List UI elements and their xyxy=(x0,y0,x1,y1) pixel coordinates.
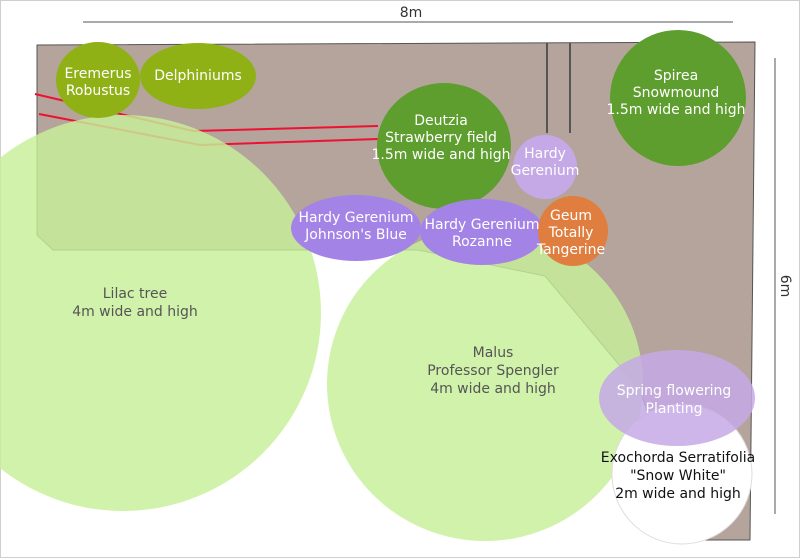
label-line: Eremerus xyxy=(64,66,131,82)
plant-eremerus xyxy=(56,42,140,118)
label-line: Spirea xyxy=(654,68,698,84)
width-dimension-label: 8m xyxy=(400,5,423,21)
label-line: Totally xyxy=(548,225,594,241)
label-delphiniums: Delphiniums xyxy=(154,68,242,84)
plant-geum xyxy=(538,196,608,266)
plant-delphiniums xyxy=(140,43,256,109)
plant-deutzia xyxy=(377,83,511,209)
label-line: Johnson's Blue xyxy=(304,227,407,243)
label-line: "Snow White" xyxy=(630,468,726,484)
label-line: Tangerine xyxy=(536,242,605,258)
label-line: Exochorda Serratifolia xyxy=(601,450,755,466)
plant-spring-flowering-planting xyxy=(599,350,755,446)
label-lilac-tree: Lilac tree 4m wide and high xyxy=(72,286,198,320)
label-line: Delphiniums xyxy=(154,68,242,84)
label-line: Gerenium xyxy=(511,163,580,179)
plant-hardy-geranium-rozanne xyxy=(420,199,544,265)
plant-malus xyxy=(327,227,643,541)
label-line: Hardy xyxy=(524,146,566,162)
label-line: Strawberry field xyxy=(385,130,497,146)
plant-hardy-geranium-johnsons-blue xyxy=(291,195,421,261)
plant-spirea xyxy=(610,30,746,166)
label-line: Professor Spengler xyxy=(427,363,559,379)
label-line: Malus xyxy=(473,345,514,361)
label-line: Robustus xyxy=(66,83,130,99)
label-line: 4m wide and high xyxy=(430,381,556,397)
label-line: 1.5m wide and high xyxy=(372,147,511,163)
label-line: 4m wide and high xyxy=(72,304,198,320)
label-line: 1.5m wide and high xyxy=(607,102,746,118)
label-line: Lilac tree xyxy=(103,286,167,302)
label-line: Snowmound xyxy=(633,85,720,101)
label-line: Geum xyxy=(550,208,592,224)
label-line: Hardy Gerenium xyxy=(424,217,539,233)
label-line: Deutzia xyxy=(414,113,468,129)
plant-lilac-tree xyxy=(0,115,321,511)
label-line: 2m wide and high xyxy=(615,486,741,502)
label-line: Planting xyxy=(646,401,703,417)
label-line: Rozanne xyxy=(452,234,512,250)
plant-hardy-geranium-small xyxy=(513,135,577,199)
label-line: Spring flowering xyxy=(617,383,731,399)
label-line: Hardy Gerenium xyxy=(298,210,413,226)
height-dimension-label: 6m xyxy=(777,275,793,298)
label-exochorda: Exochorda Serratifolia "Snow White" 2m wid… xyxy=(601,450,755,502)
